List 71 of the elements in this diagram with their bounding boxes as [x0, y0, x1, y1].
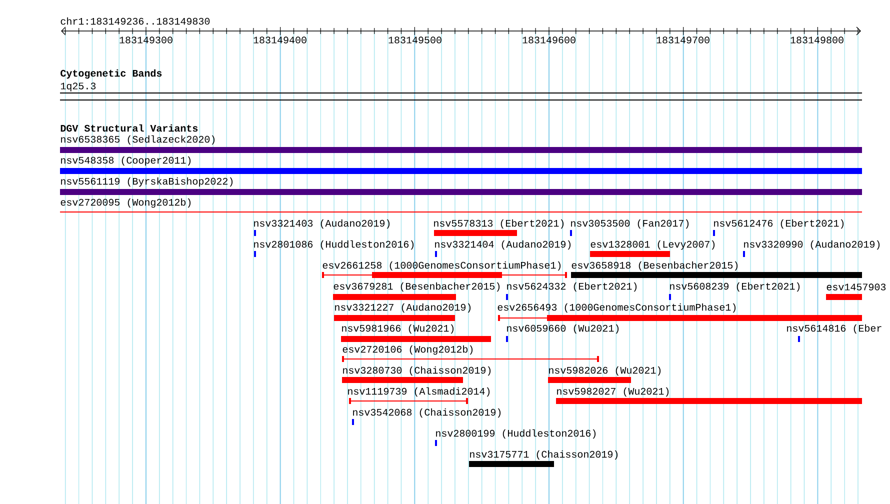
tick-label: 183149800: [790, 36, 844, 44]
node-label: esv2720106 (Wong2012b): [342, 345, 473, 355]
variant-feature: esv2661258 (1000GenomesConsortiumPhase1): [322, 261, 568, 278]
node-label: nsv3175771 (Chaisson2019): [470, 450, 618, 460]
node-label: nsv3280730 (Chaisson2019): [343, 366, 491, 376]
node-label: nsv5982026 (Wu2021): [549, 366, 661, 376]
variant-feature: esv1328001 (Levy2007): [590, 240, 715, 257]
node-label: nsv5981966 (Wu2021): [342, 324, 454, 334]
variant-feature: nsv3053500 (Fan2017): [570, 219, 689, 236]
variant-feature: nsv1119739 (Alsmadi2014): [348, 387, 490, 404]
node-label: esv2656493 (1000GenomesConsortiumPhase1): [498, 303, 736, 313]
variant-feature: nsv3542068 (Chaisson2019): [352, 408, 501, 425]
variant-feature: nsv3280730 (Chaisson2019): [342, 366, 491, 383]
node-label: nsv1119739 (Alsmadi2014): [348, 387, 490, 397]
node-label: nsv3321227 (Audano2019): [335, 303, 471, 313]
node-label: nsv5982027 (Wu2021): [557, 387, 669, 397]
node-label: nsv3321404 (Audano2019): [435, 240, 571, 250]
track-title: DGV Structural Variants: [60, 124, 198, 132]
variant-feature: nsv6059660 (Wu2021): [506, 324, 619, 342]
tick-label: 183149300: [120, 36, 172, 44]
tick-label: 183149500: [388, 36, 442, 44]
node-label: esv1328001 (Levy2007): [590, 240, 715, 250]
variant-feature: nsv5612476 (Ebert2021): [713, 219, 844, 236]
variant-feature: nsv5981966 (Wu2021): [341, 324, 491, 342]
tick-label: 183149700: [656, 36, 710, 44]
variant-feature: nsv5608239 (Ebert2021): [669, 282, 800, 300]
node-label: nsv6538365 (Sedlazeck2020): [61, 135, 215, 145]
node-label: nsv3321403 (Audano2019): [254, 219, 390, 229]
variant-feature: esv2720106 (Wong2012b): [342, 345, 600, 362]
node-label: nsv3053500 (Fan2017): [571, 219, 689, 229]
variant-feature: esv2656493 (1000GenomesConsortiumPhase1): [498, 303, 862, 321]
node-label: esv3679281 (Besenbacher2015): [334, 282, 500, 292]
band-label: 1q25.3: [60, 82, 96, 92]
variant-feature: nsv2800199 (Huddleston2016): [435, 429, 596, 446]
variant-feature: nsv3175771 (Chaisson2019): [469, 450, 618, 467]
variant-feature: nsv5578313 (Ebert2021): [434, 219, 564, 236]
variant-feature: esv1457903: [826, 284, 886, 300]
node-label: nsv2801086 (Huddleston2016): [254, 240, 414, 250]
variant-feature: esv3679281 (Besenbacher2015): [333, 282, 500, 300]
node-label: nsv5612476 (Ebert2021): [714, 219, 844, 229]
node-label: nsv3320990 (Audano2019): [744, 240, 880, 250]
tick-label: 183149400: [254, 36, 306, 44]
track-title: Cytogenetic Bands: [60, 69, 162, 79]
variant-feature: nsv2801086 (Huddleston2016): [254, 240, 414, 257]
node-label: nsv5608239 (Ebert2021): [670, 282, 800, 292]
variant-feature: nsv3321227 (Audano2019): [334, 303, 471, 321]
variant-feature: nsv5561119 (ByrskaBishop2022): [60, 177, 862, 195]
node-label: nsv5578313 (Ebert2021): [434, 219, 564, 229]
node-label: nsv5624332 (Ebert2021): [507, 282, 637, 292]
variant-feature: nsv5982026 (Wu2021): [548, 366, 661, 383]
variant-feature: nsv5624332 (Ebert2021): [506, 282, 637, 300]
node-label: nsv6059660 (Wu2021): [507, 324, 619, 334]
variant-feature: nsv6538365 (Sedlazeck2020): [60, 135, 862, 153]
node-label: nsv5561119 (ByrskaBishop2022): [61, 177, 233, 187]
node-label: esv1457903: [826, 284, 886, 290]
node-label: nsv3542068 (Chaisson2019): [353, 408, 501, 418]
variant-feature: esv3658918 (Besenbacher2015): [571, 261, 862, 278]
variant-feature: esv2720095 (Wong2012b): [60, 198, 862, 212]
variant-feature: nsv548358 (Cooper2011): [60, 156, 862, 174]
variant-feature: nsv5614816 (Eber: [787, 324, 882, 342]
node-label: esv3658918 (Besenbacher2015): [572, 261, 738, 271]
location-text: chr1:183149236..183149830: [60, 17, 210, 25]
node-label: esv2661258 (1000GenomesConsortiumPhase1): [322, 261, 561, 271]
node-label: nsv5614816 (Eber: [787, 324, 882, 334]
variant-feature: nsv3320990 (Audano2019): [743, 240, 880, 257]
node-label: nsv2800199 (Huddleston2016): [436, 429, 596, 439]
variant-feature: nsv3321404 (Audano2019): [435, 240, 571, 257]
variant-feature: nsv5982027 (Wu2021): [556, 387, 862, 404]
tick-label: 183149600: [522, 36, 576, 44]
node-label: nsv548358 (Cooper2011): [61, 156, 191, 166]
variant-feature: nsv3321403 (Audano2019): [254, 219, 390, 236]
